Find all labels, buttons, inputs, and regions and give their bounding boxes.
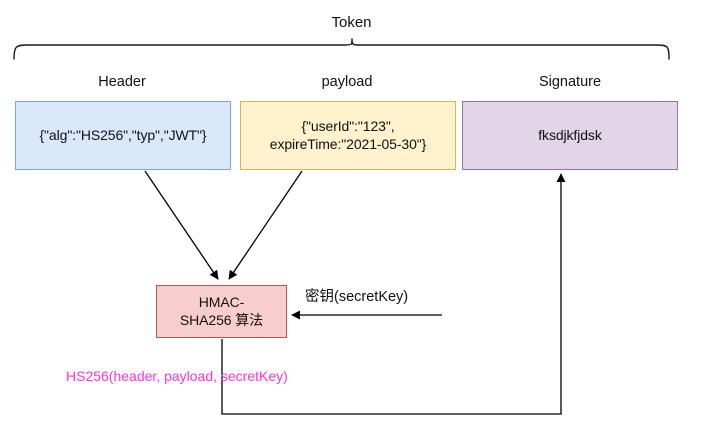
caption-header: Header (98, 74, 146, 90)
token-title-label: Token (331, 14, 372, 31)
caption-signature: Signature (538, 74, 602, 90)
caption-payload: payload (321, 74, 373, 90)
node-signature-box[interactable]: fksdjkfjdsk (462, 101, 678, 170)
node-hmac-sha256-box[interactable]: HMAC- SHA256 算法 (156, 285, 287, 338)
token-brace-icon (13, 38, 670, 60)
edge-header-to-hmac (144, 170, 219, 280)
edge-payload-to-hmac (228, 170, 303, 280)
edge-label-secret-key: 密钥(secretKey) (305, 289, 409, 305)
node-header-box[interactable]: {"alg":"HS256","typ","JWT"} (15, 101, 231, 170)
edge-label-hs256-formula: HS256(header, payload, secretKey) (66, 368, 288, 384)
node-payload-box[interactable]: {"userId":"123", expireTime:"2021-05-30"… (240, 101, 456, 170)
